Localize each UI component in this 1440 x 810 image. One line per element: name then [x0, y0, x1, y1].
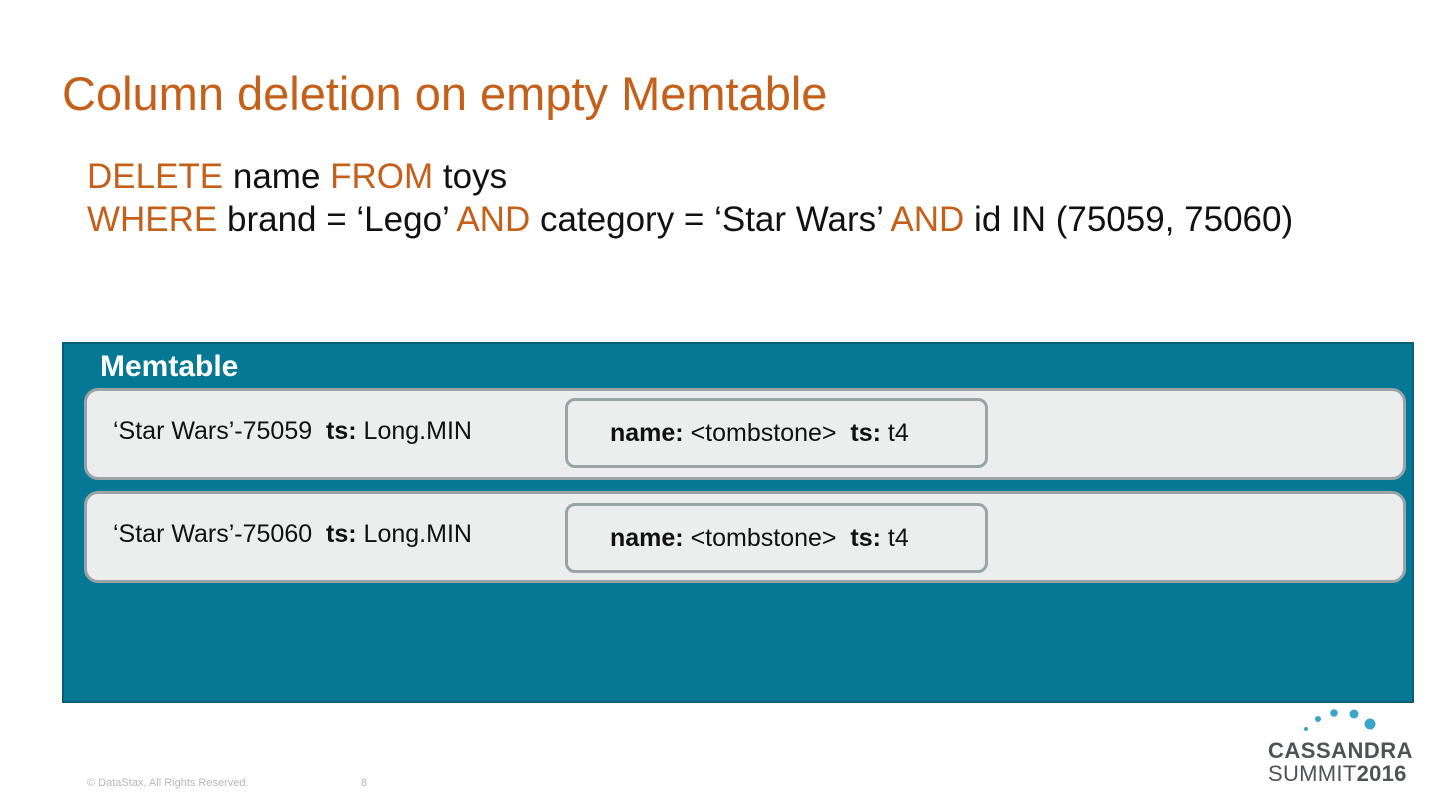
keyword-and: AND [456, 200, 531, 239]
copyright-footer: © DataStax, All Rights Reserved. [87, 777, 249, 789]
memtable-title: Memtable [100, 350, 239, 383]
keyword-and: AND [890, 200, 965, 239]
cell-ts-label: ts: [850, 524, 881, 552]
slide-title: Column deletion on empty Memtable [62, 67, 828, 120]
partition-key-text: ‘Star Wars’-75060 [113, 520, 327, 548]
page-number: 8 [361, 777, 368, 789]
tombstone-cell: name: <tombstone> ts: t4 [565, 503, 988, 573]
cell-value: <tombstone> [683, 419, 851, 447]
query-text: name [223, 157, 331, 196]
query-line-2: WHERE brand = ‘Lego’ AND category = ‘Sta… [87, 198, 1293, 241]
cql-query: DELETE name FROM toys WHERE brand = ‘Leg… [87, 155, 1293, 241]
cell-name-label: name: [610, 524, 684, 552]
cell-content: name: <tombstone> ts: t4 [610, 524, 909, 553]
tombstone-cell: name: <tombstone> ts: t4 [565, 398, 988, 468]
query-text: id IN (75059, 75060) [964, 200, 1294, 239]
partition-key: ‘Star Wars’-75059 ts: Long.MIN [113, 417, 472, 446]
ts-value: Long.MIN [356, 520, 472, 548]
query-text: brand = ‘Lego’ [217, 200, 457, 239]
logo-dots-icon [1304, 709, 1376, 731]
memtable-panel: Memtable ‘Star Wars’-75059 ts: Long.MIN … [62, 342, 1414, 703]
cell-value: <tombstone> [683, 524, 851, 552]
query-text: category = ‘Star Wars’ [530, 200, 891, 239]
cell-ts-label: ts: [850, 419, 881, 447]
partition-row: ‘Star Wars’-75060 ts: Long.MIN name: <to… [84, 491, 1406, 583]
logo-wordmark: CASSANDRA [1268, 738, 1414, 763]
query-text: toys [433, 157, 508, 196]
keyword-from: FROM [330, 157, 434, 196]
ts-label: ts: [326, 520, 357, 548]
cell-name-label: name: [610, 419, 684, 447]
cell-ts-value: t4 [880, 524, 909, 552]
ts-label: ts: [326, 417, 357, 445]
keyword-delete: DELETE [87, 157, 224, 196]
partition-row: ‘Star Wars’-75059 ts: Long.MIN name: <to… [84, 388, 1406, 480]
cassandra-summit-logo: CASSANDRA SUMMIT2016 [1262, 705, 1422, 790]
logo-subtitle: SUMMIT2016 [1268, 761, 1407, 787]
logo-summit: SUMMIT [1268, 761, 1357, 786]
logo-year: 2016 [1356, 761, 1407, 786]
cell-ts-value: t4 [880, 419, 909, 447]
ts-value: Long.MIN [356, 417, 472, 445]
query-line-1: DELETE name FROM toys [87, 155, 1293, 198]
partition-key-text: ‘Star Wars’-75059 [113, 417, 327, 445]
partition-key: ‘Star Wars’-75060 ts: Long.MIN [113, 520, 472, 549]
cell-content: name: <tombstone> ts: t4 [610, 419, 909, 448]
keyword-where: WHERE [87, 200, 218, 239]
